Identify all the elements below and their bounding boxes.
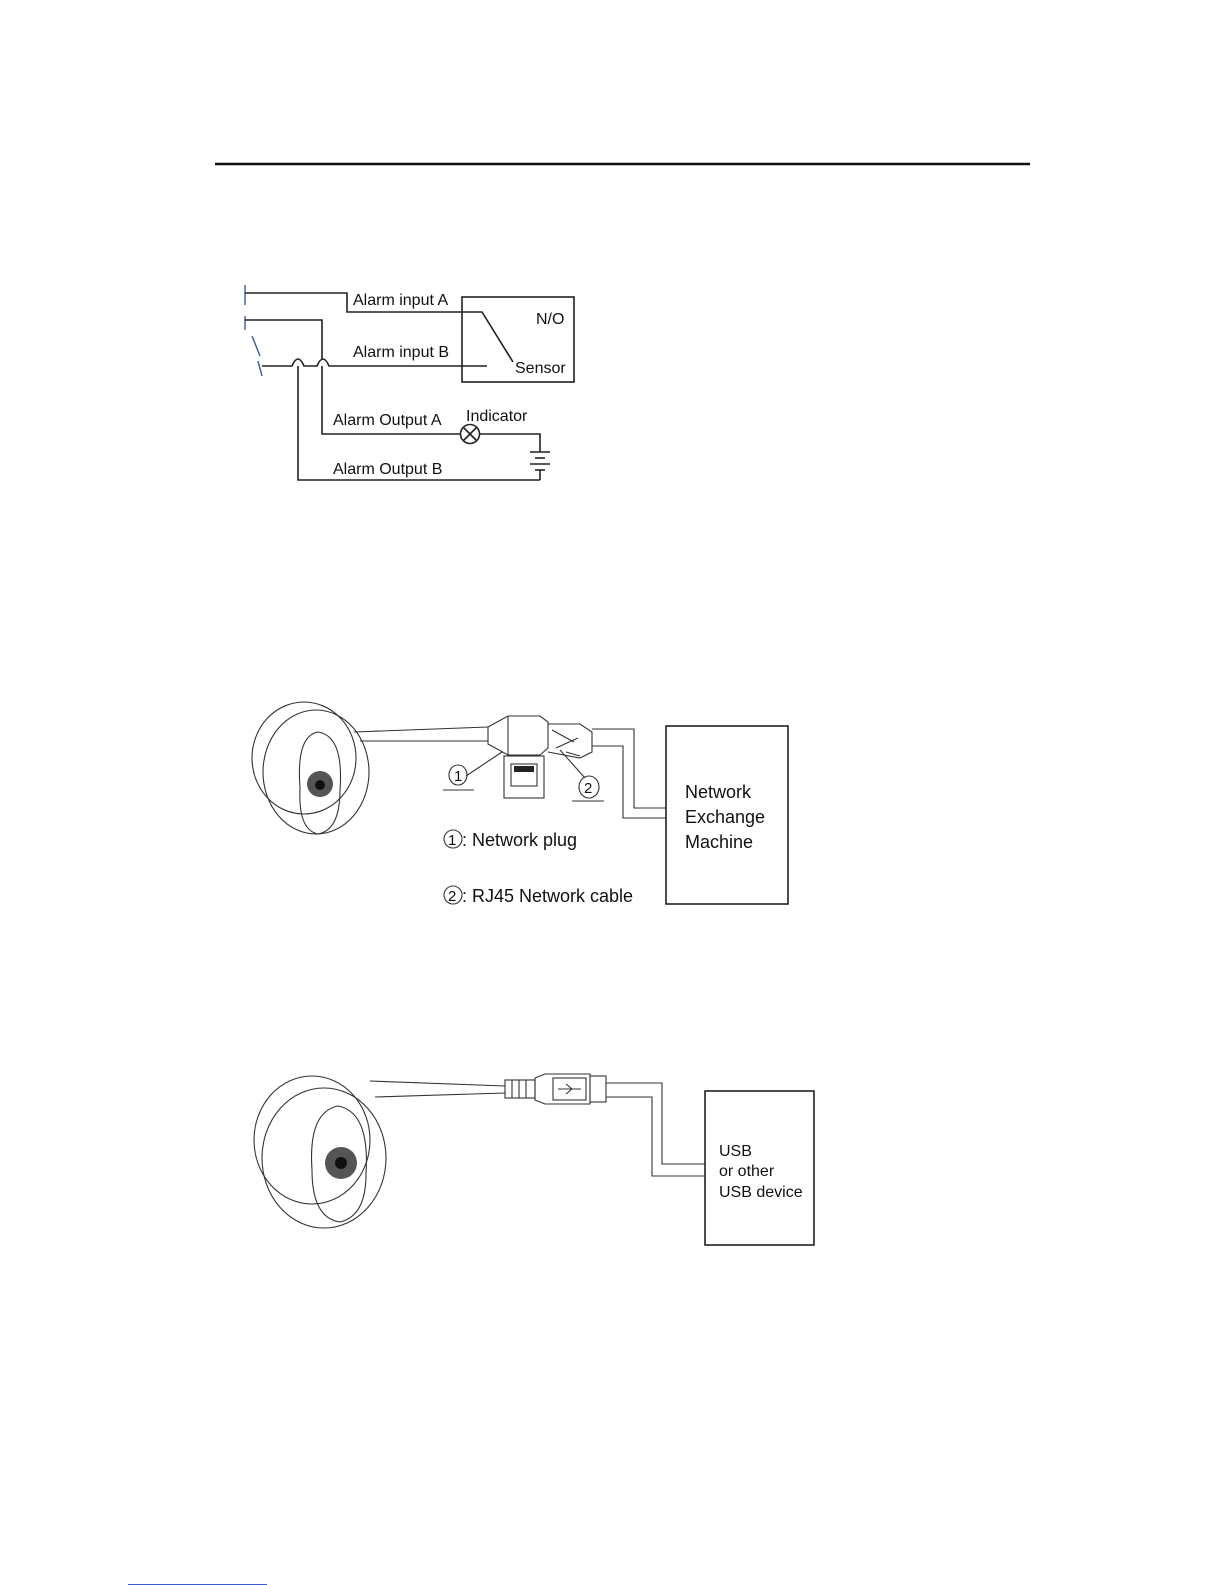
- alarm-output-a-wire-right: [480, 434, 540, 452]
- exchange-label-line2: Exchange: [685, 807, 765, 827]
- rj45-jack-icon: [504, 756, 544, 798]
- sensor-label: Sensor: [515, 360, 566, 377]
- alarm-input-b-wire: [245, 320, 322, 359]
- svg-text:2: 2: [584, 780, 592, 797]
- exchange-label-line3: Machine: [685, 832, 753, 852]
- svg-text:2: 2: [448, 888, 456, 905]
- indicator-lamp-icon: [461, 425, 480, 444]
- alarm-wiring-diagram: N/O Sensor Alarm input A Alarm input B I…: [245, 285, 574, 480]
- usb-connector: [505, 1074, 606, 1104]
- network-plug-connector: [488, 716, 592, 758]
- camera-illustration: [254, 1076, 386, 1228]
- legend-item-rj45-cable: 2 : RJ45 Network cable: [444, 886, 633, 906]
- marker-1-pointer: [466, 752, 502, 776]
- camera-cable: [370, 1081, 505, 1097]
- camera-illustration: [252, 702, 369, 834]
- legend-item-network-plug: 1 : Network plug: [444, 830, 577, 850]
- sensor-state-label: N/O: [536, 311, 564, 328]
- battery-icon: [530, 452, 550, 480]
- alarm-input-b-label: Alarm input B: [353, 344, 449, 361]
- svg-text:1: 1: [454, 768, 462, 785]
- alarm-output-b-label: Alarm Output B: [333, 461, 442, 478]
- network-wire-lower: [592, 746, 666, 818]
- alarm-output-a-label: Alarm Output A: [333, 412, 442, 429]
- usb-device-label-line2: or other: [719, 1163, 775, 1180]
- usb-connection-diagram: USB or other USB device: [254, 1074, 814, 1245]
- svg-text:: RJ45 Network cable: : RJ45 Network cable: [462, 886, 633, 906]
- marker-2: 2: [572, 776, 604, 801]
- usb-device-label-line3: USB device: [719, 1184, 803, 1201]
- camera-cable: [354, 727, 488, 741]
- usb-device-label-line1: USB: [719, 1143, 752, 1160]
- exchange-label-line1: Network: [685, 782, 752, 802]
- svg-text:1: 1: [448, 832, 456, 849]
- network-wire-upper: [592, 729, 666, 808]
- svg-text:: Network plug: : Network plug: [462, 830, 577, 850]
- marker-1: 1: [443, 765, 474, 790]
- usb-wire-upper: [606, 1083, 705, 1164]
- port-stub: [258, 361, 262, 376]
- indicator-label: Indicator: [466, 408, 528, 425]
- network-connection-diagram: 1 2 Network Exchange Machine 1 : Network…: [252, 702, 788, 906]
- port-stub: [252, 336, 260, 356]
- alarm-input-a-label: Alarm input A: [353, 292, 448, 309]
